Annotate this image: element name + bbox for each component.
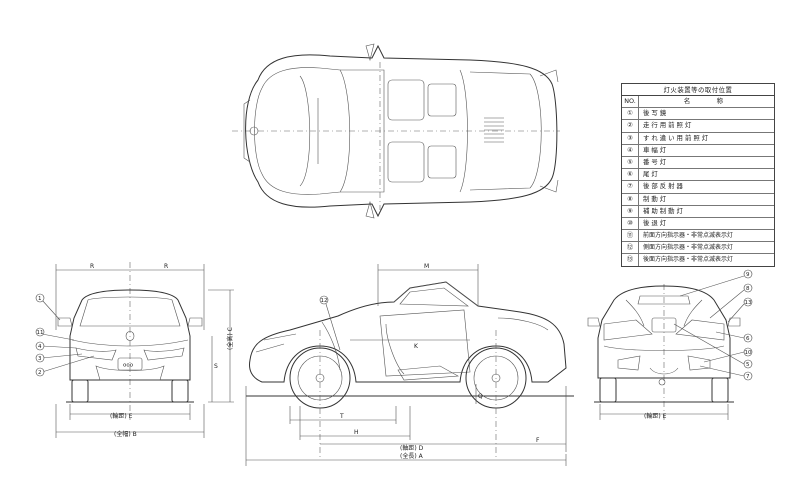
side-dim-q: Q [478,393,483,400]
legend-row: ⑥ 尾灯 [622,169,774,182]
front-dim-s: S [214,363,218,370]
legend-row-no: ⑤ [622,156,639,169]
legend-rows: ① 後写鏡 ② 走行用前照灯 ③ すれ違い用前照灯 ④ 車幅灯 ⑤ 番号灯 ⑥ 尾灯 ⑦ 後部反射器 ⑧ 制動… [622,108,774,266]
side-dim-wheelbase: (軸距) D [400,444,424,452]
front-view: ooo R R (輪距) E (全幅) B (全高) C S 1 11 [35,262,234,438]
callout-11: 11 [37,330,44,336]
legend-row-no: ⑩ [622,217,639,230]
front-dim-width: (全幅) B [114,430,137,438]
callout-12: 12 [321,298,328,304]
legend-row: ⑧ 制動灯 [622,193,774,206]
legend-row-name: 補助制動灯 [643,206,685,215]
legend-row: ③ すれ違い用前照灯 [622,132,774,145]
legend-row-name: 後退灯 [643,218,669,227]
legend-header-name: 名 称 [683,97,734,105]
legend-row: ④ 車幅灯 [622,144,774,157]
legend-header-no: NO. [622,96,639,108]
legend-row-no: ⑨ [622,205,639,217]
legend-row-name: 尾灯 [643,170,660,179]
legend-row-name: 前面方向指示器・非常点滅表示灯 [643,232,734,240]
callout-3: 3 [38,356,42,362]
legend-row-no: ⑥ [622,169,639,181]
legend-row: ② 走行用前照灯 [622,120,774,133]
legend-row-no: ④ [622,144,639,156]
side-dim-f: F [536,437,540,444]
side-dim-t: T [339,413,344,420]
callout-13: 13 [745,300,752,306]
callout-2: 2 [38,370,42,376]
callout-6: 6 [746,336,750,342]
rear-dim-tread: (輪距) E [644,412,667,420]
callout-8: 8 [746,286,750,292]
legend-row-name: 番号灯 [643,157,669,166]
callout-1: 1 [38,296,42,302]
side-view: M K Q T H (軸距) D F (全長) A 12 [245,263,574,466]
legend-row: ⑪ 前面方向指示器・非常点滅表示灯 [622,230,774,243]
callout-10: 10 [745,350,752,356]
front-dim-height: (全高) C [226,327,234,350]
top-view [232,43,560,219]
dim-r-right: R [164,263,168,270]
front-plate-text: ooo [123,363,134,369]
side-dim-m: M [424,263,429,270]
legend-row-no: ① [622,108,639,120]
dim-r-left: R [90,263,94,270]
legend-row-name: 側面方向指示器・非常点滅表示灯 [643,244,734,252]
lamp-position-legend: 灯火装置等の取付位置 NO. 名 称 ① 後写鏡 ② 走行用前照灯 ③ すれ違い用前照灯 ④… [621,83,775,267]
legend-row: ⑦ 後部反射器 [622,181,774,194]
legend-row-no: ⑦ [622,181,639,193]
callout-5: 5 [746,362,750,368]
legend-row: ⑩ 後退灯 [622,217,774,231]
legend-row: ⑬ 後面方向指示器・非常点滅表示灯 [622,254,774,266]
legend-row-no: ② [622,120,639,132]
legend-row: ① 後写鏡 [622,108,774,121]
side-dim-k: K [414,343,419,350]
legend-row-name: 車幅灯 [643,145,669,154]
legend-row-name: 後写鏡 [643,109,669,118]
legend-row-name: 後面方向指示器・非常点滅表示灯 [643,256,734,264]
legend-row-name: 後部反射器 [643,182,685,191]
rear-view: (輪距) E 9 8 13 6 10 5 7 [587,269,753,420]
legend-row-no: ⑬ [622,254,639,266]
legend-row-no: ⑪ [622,230,639,242]
side-dim-h: H [354,429,359,436]
callout-4: 4 [38,344,42,350]
legend-row-no: ⑧ [622,193,639,205]
legend-row-no: ③ [622,132,639,144]
legend-row-name: すれ違い用前照灯 [643,133,711,142]
callout-9: 9 [746,272,750,278]
side-dim-length: (全長) A [400,452,424,460]
legend-row-name: 制動灯 [643,194,669,203]
legend-row: ⑨ 補助制動灯 [622,205,774,218]
legend-header-row: NO. 名 称 [622,96,774,109]
callout-7: 7 [746,374,750,380]
legend-row: ⑤ 番号灯 [622,156,774,170]
legend-row-no: ⑫ [622,242,639,254]
legend-row-name: 走行用前照灯 [643,121,694,130]
front-dim-tread: (輪距) E [110,412,133,420]
legend-title: 灯火装置等の取付位置 [622,84,774,96]
legend-row: ⑫ 側面方向指示器・非常点滅表示灯 [622,242,774,255]
